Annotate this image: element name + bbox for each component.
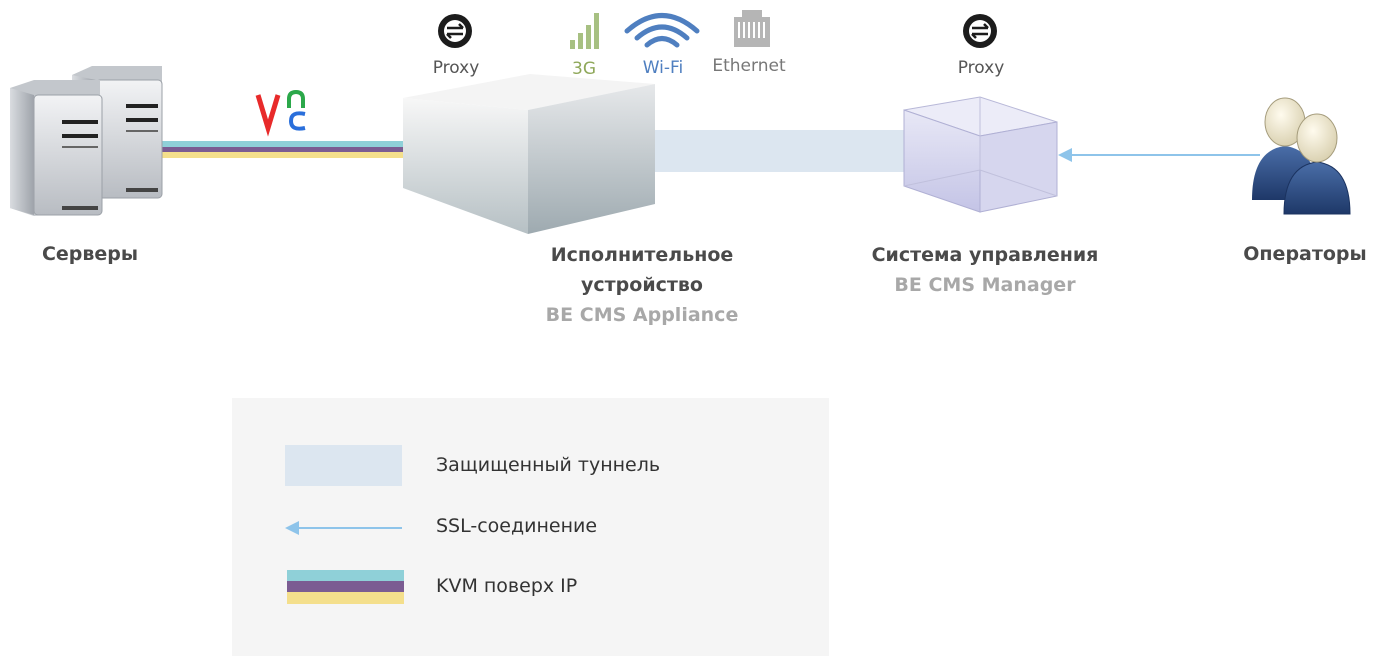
- proxy-left-label: Proxy: [432, 58, 480, 78]
- servers-label: Серверы: [41, 243, 139, 265]
- legend-kvm-label: KVM поверх IP: [436, 575, 578, 597]
- kvm-link: [160, 141, 404, 158]
- legend-kvm-swatch: [287, 570, 404, 604]
- ssl-connection-arrow: [1058, 148, 1260, 162]
- ethernet-icon: [734, 10, 770, 47]
- wifi-label: Wi-Fi: [642, 58, 684, 78]
- legend-ssl-arrow: [285, 521, 402, 535]
- appliance-label-line2: устройство: [581, 274, 703, 296]
- legend-panel: Защищенный туннель SSL-соединение KVM по…: [232, 398, 829, 656]
- network-diagram: [10, 10, 1351, 234]
- wifi-icon: [624, 13, 700, 48]
- proxy-icon: [438, 14, 472, 48]
- ethernet-label: Ethernet: [712, 56, 786, 76]
- secure-tunnel: [655, 130, 910, 172]
- appliance-box: [403, 74, 655, 234]
- 3g-label: 3G: [572, 59, 596, 79]
- servers-icon: [10, 66, 163, 216]
- proxy-right-label: Proxy: [957, 58, 1005, 78]
- legend-tunnel-label: Защищенный туннель: [436, 454, 661, 476]
- operators-icon: [1252, 97, 1351, 215]
- legend-tunnel-swatch: [285, 445, 402, 486]
- operators-label: Операторы: [1243, 243, 1367, 265]
- manager-label: Система управления: [871, 244, 1099, 266]
- vnc-logo: [255, 89, 306, 137]
- appliance-label-line1: Исполнительное: [550, 244, 734, 266]
- signal-3g-icon: [570, 13, 599, 49]
- manager-product: BE CMS Manager: [894, 274, 1076, 296]
- legend-ssl-label: SSL-соединение: [436, 515, 598, 537]
- appliance-product: BE CMS Appliance: [545, 304, 739, 326]
- proxy-icon: [963, 14, 997, 48]
- manager-cube: [903, 96, 1058, 213]
